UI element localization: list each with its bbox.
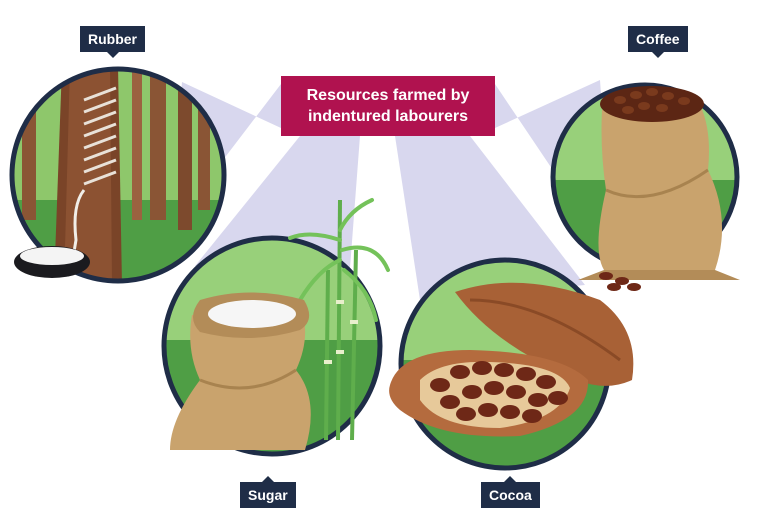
label-sugar: Sugar bbox=[240, 476, 296, 508]
sugar-illustration bbox=[161, 198, 390, 457]
label-cocoa: Cocoa bbox=[481, 476, 540, 508]
title-line-2: indentured labourers bbox=[307, 108, 469, 125]
label-rubber: Rubber bbox=[80, 26, 145, 58]
coffee-illustration bbox=[550, 82, 740, 291]
label-coffee: Coffee bbox=[628, 26, 688, 58]
cocoa-illustration bbox=[389, 257, 634, 471]
title-line-1: Resources farmed by bbox=[306, 87, 470, 104]
beam-cocoa bbox=[395, 136, 585, 300]
diagram-title: Resources farmed by indentured labourers bbox=[281, 76, 495, 136]
